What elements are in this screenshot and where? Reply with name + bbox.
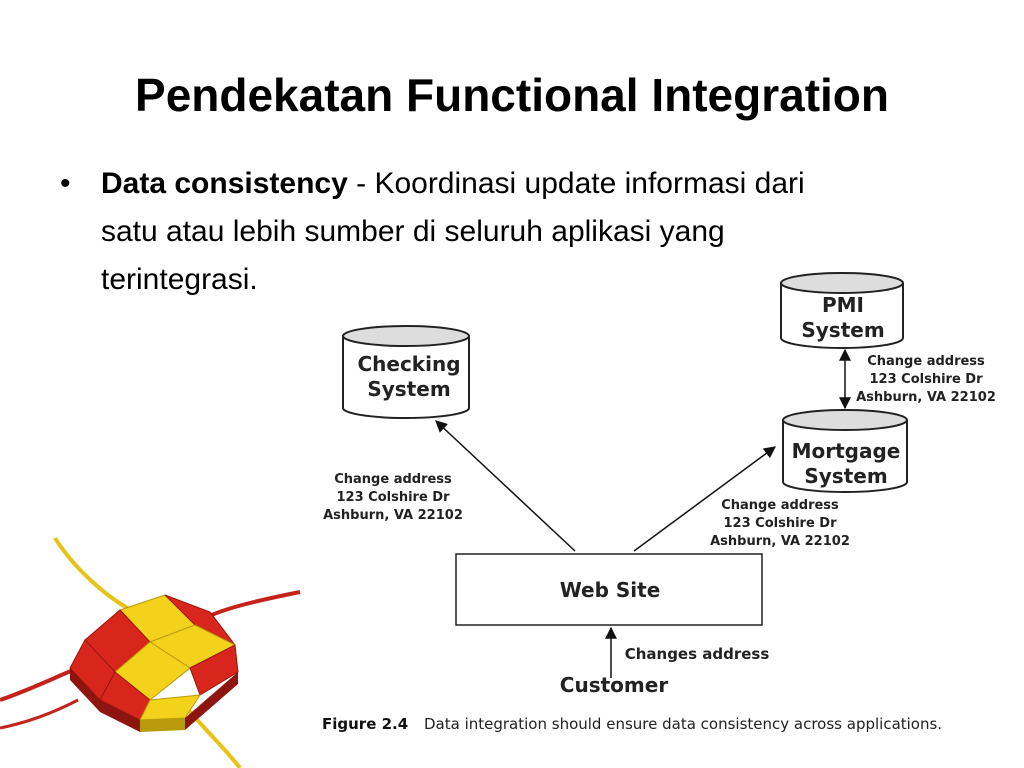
figure-caption: Data integration should ensure data cons… <box>424 715 942 733</box>
web-site-label: Web Site <box>560 578 661 602</box>
mortgage-edge-label-line-1: Change address <box>721 498 839 513</box>
checking-edge-label-line-1: Change address <box>334 472 452 487</box>
pmi-edge-label: Change address 123 Colshire Dr Ashburn, … <box>856 354 996 405</box>
customer-label: Customer <box>560 673 669 697</box>
arrow-website-to-mortgage <box>633 446 776 552</box>
pmi-edge-label-line-1: Change address <box>867 354 985 369</box>
bullet-symbol: • <box>60 167 71 200</box>
mortgage-edge-label-line-2: 123 Colshire Dr <box>724 516 838 531</box>
pmi-edge-label-line-2: 123 Colshire Dr <box>870 372 984 387</box>
customer-edge-label: Changes address <box>625 645 770 663</box>
checking-system-node: Checking System <box>342 325 470 419</box>
checking-edge-label: Change address 123 Colshire Dr Ashburn, … <box>323 472 463 523</box>
slide-title: Pendekatan Functional Integration <box>135 69 889 121</box>
mortgage-edge-label-line-3: Ashburn, VA 22102 <box>710 534 850 549</box>
arrow-website-to-checking <box>435 420 576 552</box>
bullet-line-1-rest: - Koordinasi update informasi dari <box>347 167 805 200</box>
pmi-edge-label-line-3: Ashburn, VA 22102 <box>856 390 996 405</box>
pmi-system-label-2: System <box>801 318 884 342</box>
checking-edge-label-line-2: 123 Colshire Dr <box>337 490 451 505</box>
mortgage-system-label-1: Mortgage <box>792 439 901 463</box>
checking-system-label-1: Checking <box>357 352 460 376</box>
puzzle-pieces-icon <box>0 536 301 768</box>
figure-number: Figure 2.4 <box>322 715 408 733</box>
checking-edge-label-line-3: Ashburn, VA 22102 <box>323 508 463 523</box>
bullet-term: Data consistency <box>101 167 348 200</box>
mortgage-edge-label: Change address 123 Colshire Dr Ashburn, … <box>710 498 850 549</box>
mortgage-system-node: Mortgage System <box>782 409 908 493</box>
bullet-line-1: Data consistency - Koordinasi update inf… <box>101 160 961 208</box>
bullet-line-3: terintegrasi. <box>101 263 258 296</box>
pmi-system-label-1: PMI <box>822 293 864 317</box>
checking-system-label-2: System <box>367 377 450 401</box>
pmi-system-node: PMI System <box>780 272 904 349</box>
web-site-node: Web Site <box>455 553 763 626</box>
mortgage-system-label-2: System <box>804 464 887 488</box>
bullet-line-2: satu atau lebih sumber di seluruh aplika… <box>101 215 725 248</box>
bullet-text: Data consistency - Koordinasi update inf… <box>101 160 961 304</box>
